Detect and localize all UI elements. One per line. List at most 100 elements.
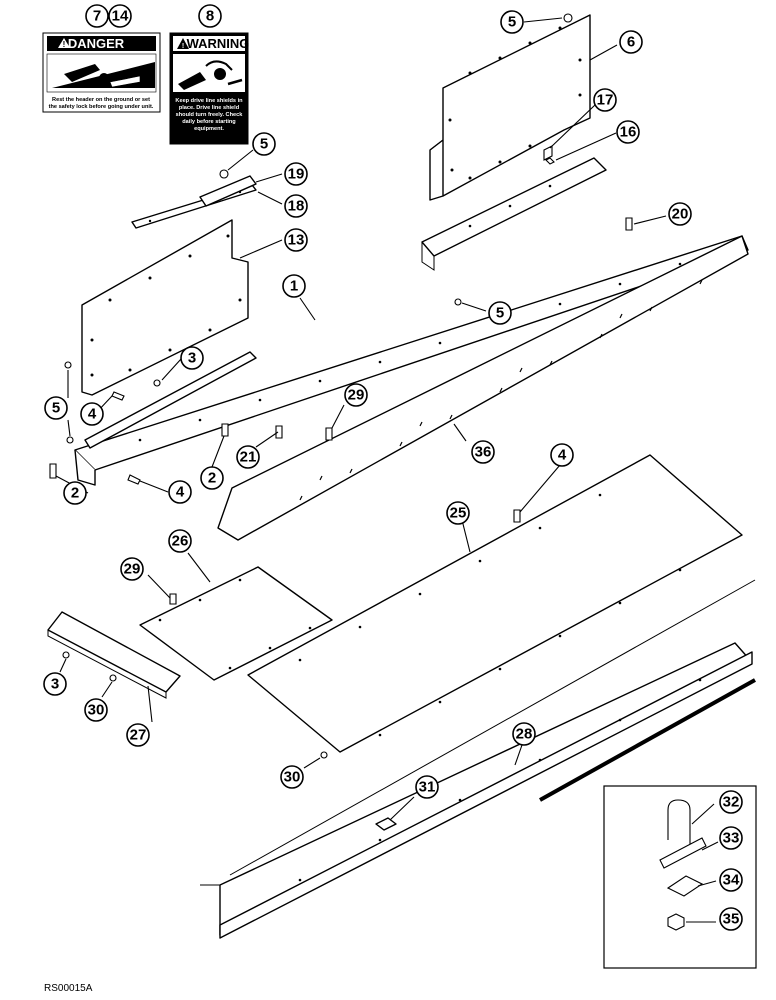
- danger-text-line-1: Rest the header on the ground or set: [52, 97, 150, 103]
- callout-7: 7: [85, 4, 109, 28]
- callout-31: 31: [415, 775, 439, 799]
- callout-14-label: 14: [112, 8, 129, 25]
- callout-label: 4: [88, 406, 97, 423]
- callout-21: 21: [236, 445, 260, 469]
- callout-8: 8: [198, 4, 222, 28]
- callout-label: 5: [508, 14, 516, 31]
- callout-29-upper: 29: [344, 383, 368, 407]
- callout-label: 33: [723, 830, 740, 847]
- callout-label: 2: [71, 485, 79, 502]
- angle-28: [200, 579, 756, 939]
- callout-33: 33: [719, 826, 743, 850]
- callout-label: 4: [176, 484, 185, 501]
- plate-19: [199, 175, 257, 207]
- callout-label: 1: [290, 278, 298, 295]
- callout-30-left: 30: [84, 698, 108, 722]
- callout-label: 17: [597, 92, 614, 109]
- callout-label: 25: [450, 505, 467, 522]
- callout-14: 14: [108, 4, 132, 28]
- callout-label: 3: [188, 350, 196, 367]
- callout-28: 28: [512, 722, 536, 746]
- panel-26: [139, 566, 333, 681]
- callout-20: 20: [668, 202, 692, 226]
- callout-5-top: 5: [500, 10, 524, 34]
- callout-25: 25: [446, 501, 470, 525]
- callout-5-right: 5: [488, 301, 512, 325]
- callout-5-mid: 5: [252, 132, 276, 156]
- callout-35: 35: [719, 907, 743, 931]
- callout-label: 29: [348, 387, 365, 404]
- callout-label: 18: [288, 198, 305, 215]
- danger-decal: ! DANGER Rest the header on the ground o…: [42, 32, 161, 113]
- callout-2-mid: 2: [200, 466, 224, 490]
- callout-label: 28: [516, 726, 533, 743]
- callout-32: 32: [719, 790, 743, 814]
- callout-13: 13: [284, 228, 308, 252]
- leader-lines: [55, 17, 719, 923]
- main-angle-1: [74, 235, 749, 486]
- callout-label: 20: [672, 206, 689, 223]
- callout-label: 5: [260, 136, 268, 153]
- callout-label: 4: [558, 447, 567, 464]
- shield-panel-13: [81, 219, 249, 396]
- angle-strip-upper: [421, 157, 607, 271]
- danger-text-line-2: the safety lock before going under unit.: [49, 104, 154, 110]
- warning-decal: ! WARNING Keep drive line shields in pla…: [169, 32, 250, 145]
- callout-30-mid: 30: [280, 765, 304, 789]
- warning-text-line-1: Keep drive line shields in: [175, 98, 243, 104]
- callout-label: 34: [723, 872, 740, 889]
- drawing-code: RS00015A: [44, 983, 93, 994]
- callout-label: 2: [208, 470, 216, 487]
- callout-label: 35: [723, 911, 740, 928]
- callout-17: 17: [593, 88, 617, 112]
- callout-4-left: 4: [80, 402, 104, 426]
- callout-19: 19: [284, 162, 308, 186]
- warning-text-line-3: should turn freely. Check: [176, 112, 244, 118]
- callout-label: 21: [240, 449, 257, 466]
- callout-27: 27: [126, 723, 150, 747]
- warning-text-line-5: equipment.: [194, 126, 224, 132]
- callout-label: 6: [627, 34, 635, 51]
- svg-text:!: !: [63, 40, 66, 49]
- callout-4-right: 4: [550, 443, 574, 467]
- callout-label: 5: [496, 305, 504, 322]
- callout-label: 5: [52, 400, 60, 417]
- warning-heading: WARNING: [187, 36, 250, 51]
- callout-label: 30: [284, 769, 301, 786]
- callout-6: 6: [619, 30, 643, 54]
- bracket-27: [47, 611, 181, 699]
- callout-18: 18: [284, 194, 308, 218]
- callout-label: 36: [475, 444, 492, 461]
- shield-panel-6: [429, 14, 591, 201]
- callout-36: 36: [471, 440, 495, 464]
- callout-label: 19: [288, 166, 305, 183]
- callout-2-left: 2: [63, 481, 87, 505]
- sheet-36: [217, 235, 749, 541]
- callout-label: 3: [51, 676, 59, 693]
- plate-31: [375, 817, 397, 831]
- callout-label: 30: [88, 702, 105, 719]
- callout-3-upper: 3: [180, 346, 204, 370]
- callout-29-lower: 29: [120, 557, 144, 581]
- svg-text:!: !: [182, 43, 184, 50]
- callout-3-lower: 3: [43, 672, 67, 696]
- callout-label: 26: [172, 533, 189, 550]
- callout-label: 16: [620, 124, 637, 141]
- callout-label: 31: [419, 779, 436, 796]
- danger-heading: DANGER: [68, 36, 125, 51]
- callout-1: 1: [282, 274, 306, 298]
- callout-8-label: 8: [206, 8, 214, 25]
- callout-7-label: 7: [93, 8, 101, 25]
- panel-25: [247, 454, 743, 753]
- fasteners: [49, 13, 633, 759]
- warning-text-line-4: daily before starting: [182, 119, 236, 125]
- callout-5-left: 5: [44, 396, 68, 420]
- callout-34: 34: [719, 868, 743, 892]
- callout-label: 13: [288, 232, 305, 249]
- callout-label: 32: [723, 794, 740, 811]
- u-bolt-32: [667, 799, 691, 848]
- callout-16: 16: [616, 120, 640, 144]
- callout-4-mid: 4: [168, 480, 192, 504]
- callout-26: 26: [168, 529, 192, 553]
